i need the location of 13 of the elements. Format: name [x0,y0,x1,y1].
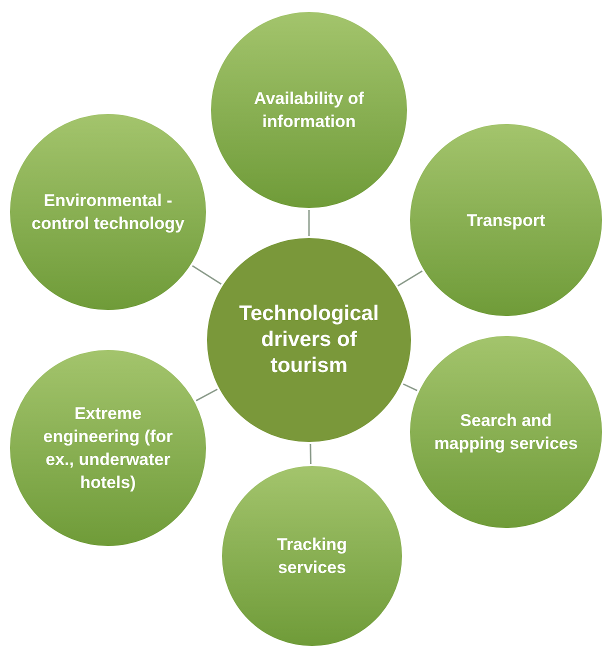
node-label: Technological drivers of tourism [238,301,380,379]
connector-line [308,210,310,236]
connector-line [196,388,218,402]
connector-line [192,265,222,285]
node-label: Availability of information [253,88,365,133]
connector-line [310,444,312,464]
node-label: Extreme engineering (for ex., underwater hotels) [42,403,174,494]
node-label: Search and mapping services [433,410,579,455]
node-label: Transport [466,210,546,232]
connector-line [397,270,423,287]
node-label: Tracking services [276,534,348,579]
node-label: Environmental -control technology [30,190,186,235]
connector-line [402,383,418,392]
